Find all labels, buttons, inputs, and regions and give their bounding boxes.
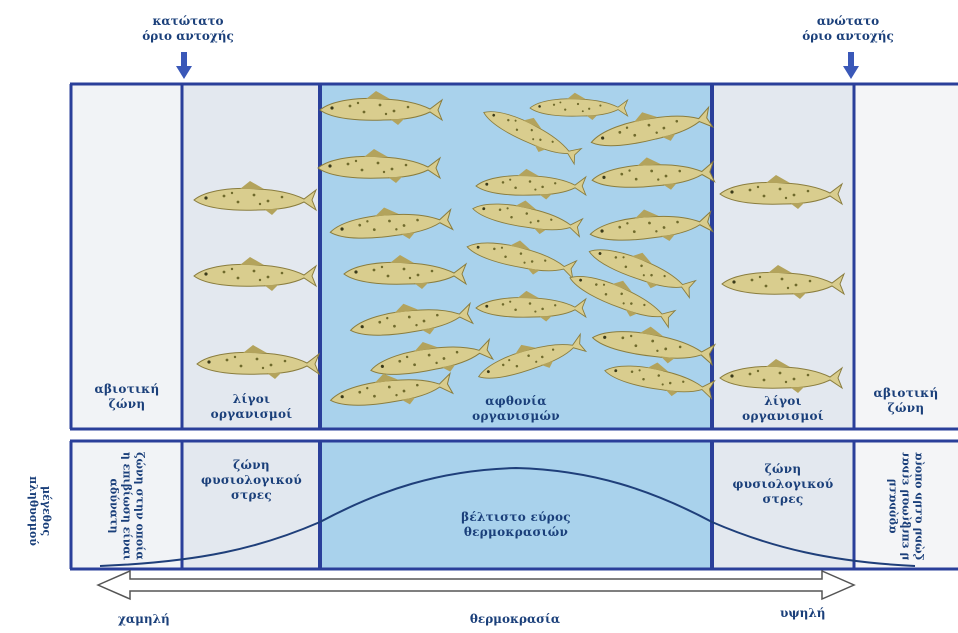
label-line: φυσιολογικού (712, 477, 854, 492)
label-line: αδύνατη (887, 448, 900, 564)
label-line: στρες (712, 492, 854, 507)
top-label-few-right: λίγοι οργανισμοί (712, 394, 854, 424)
fish (476, 291, 586, 322)
label-line: στρες (183, 488, 320, 503)
fish (530, 93, 628, 120)
bottom-label-intolerance-right: ζώνη στην οποία η επιβίωση είναι αδύνατη (856, 446, 956, 566)
fish (194, 257, 316, 291)
fish (194, 181, 316, 215)
x-axis-title: θερμοκρασία (420, 612, 610, 626)
top-label-abiotic-right: αβιοτική ζώνη (856, 386, 956, 416)
label-line: αβιοτική (856, 386, 956, 401)
x-axis-low-label: χαμηλή (118, 612, 170, 626)
label-line: αβιοτική (72, 382, 182, 397)
label-line: οργανισμοί (712, 409, 854, 424)
fish (318, 149, 440, 183)
label-line: ζώνη (712, 462, 854, 477)
label-line: λίγοι (712, 394, 854, 409)
fish (720, 175, 842, 209)
bottom-label-optimal: βέλτιστο εύρος θερμοκρασιών (320, 510, 712, 540)
label-line: η επιβίωση είναι (900, 448, 913, 564)
label-line: αφθονία (320, 394, 712, 409)
top-label-few-left: λίγοι οργανισμοί (183, 392, 320, 422)
label-line: ζώνη (72, 397, 182, 412)
fish (328, 201, 453, 248)
label-line: βέλτιστο εύρος (320, 510, 712, 525)
bottom-label-stress-right: ζώνη φυσιολογικού στρες (712, 462, 854, 507)
fish (470, 192, 583, 241)
top-label-abundance: αφθονία οργανισμών (320, 394, 712, 424)
fish (720, 359, 842, 393)
top-label-abiotic-left: αβιοτική ζώνη (72, 382, 182, 412)
label-line: η επιβίωση είναι (121, 448, 134, 564)
fish (588, 203, 713, 250)
label-line: λίγοι (183, 392, 320, 407)
bottom-label-intolerance-left: ζώνη στην οποία η επιβίωση είναι αδύνατη (72, 446, 182, 566)
label-line: αδύνατη (108, 448, 121, 564)
fish (320, 91, 442, 125)
fish (476, 169, 586, 200)
fish (348, 295, 474, 346)
fish (722, 265, 844, 299)
x-axis-high-label: υψηλή (780, 606, 826, 620)
y-axis-label: μέγεθος πληθυσμού (20, 456, 60, 566)
bottom-label-stress-left: ζώνη φυσιολογικού στρες (183, 458, 320, 503)
label-line: ζώνη (856, 401, 956, 416)
label-line: πληθυσμού (27, 461, 40, 561)
fish (591, 153, 715, 195)
fish (197, 345, 319, 379)
label-line: φυσιολογικού (183, 473, 320, 488)
fish (344, 255, 466, 289)
label-line: οργανισμοί (183, 407, 320, 422)
label-line: ζώνη στην οποία (913, 448, 926, 564)
fish (464, 230, 578, 283)
label-line: θερμοκρασιών (320, 525, 712, 540)
label-line: ζώνη στην οποία (134, 448, 147, 564)
label-line: ζώνη (183, 458, 320, 473)
label-line: μέγεθος (40, 461, 53, 561)
fish (590, 319, 716, 370)
label-line: οργανισμών (320, 409, 712, 424)
